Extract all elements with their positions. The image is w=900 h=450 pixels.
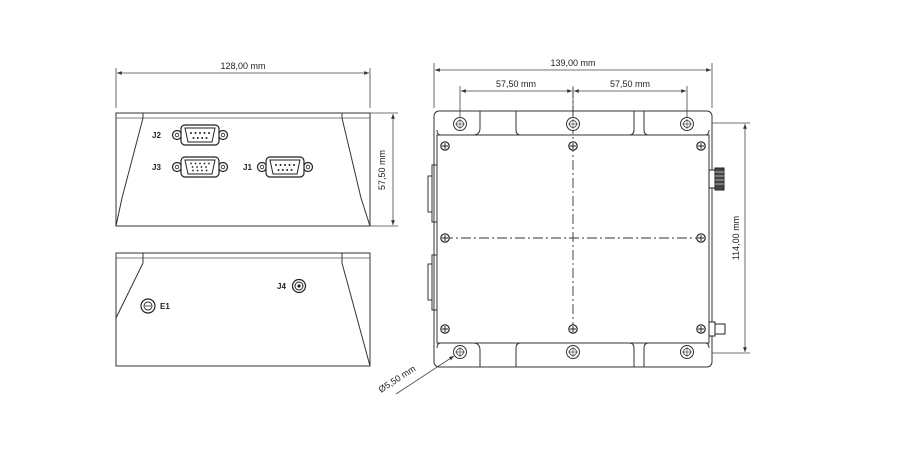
top-view: 139,00 mm 57,50 mm 57,50 mm: [377, 58, 750, 395]
connector-e1: [140, 298, 156, 314]
top-width-label: 139,00 mm: [550, 58, 595, 68]
hole-spacing-right-label: 57,50 mm: [610, 79, 650, 89]
front-width-label: 128,00 mm: [220, 61, 265, 71]
side-ground-connector: [708, 321, 726, 337]
top-height-label: 114,00 mm: [731, 216, 741, 260]
connector-j2-label: J2: [152, 131, 161, 140]
connector-j4-label: J4: [277, 282, 286, 291]
rear-view: E1 J4: [115, 252, 371, 367]
front-height-label: 57,50 mm: [377, 150, 387, 190]
side-coax-connector: [708, 167, 725, 191]
hole-spacing-left-label: 57,50 mm: [496, 79, 536, 89]
connector-e1-label: E1: [160, 302, 170, 311]
connector-j3: [171, 156, 229, 178]
front-view: 128,00 mm 57,50 mm J2 J3 J1: [115, 61, 398, 227]
connector-j3-label: J3: [152, 163, 161, 172]
connector-j1: [256, 156, 314, 178]
connector-j1-label: J1: [243, 163, 252, 172]
connector-j4: [291, 278, 307, 294]
hole-diameter-label: Ø5,50 mm: [377, 363, 418, 394]
connector-j2: [171, 124, 229, 146]
